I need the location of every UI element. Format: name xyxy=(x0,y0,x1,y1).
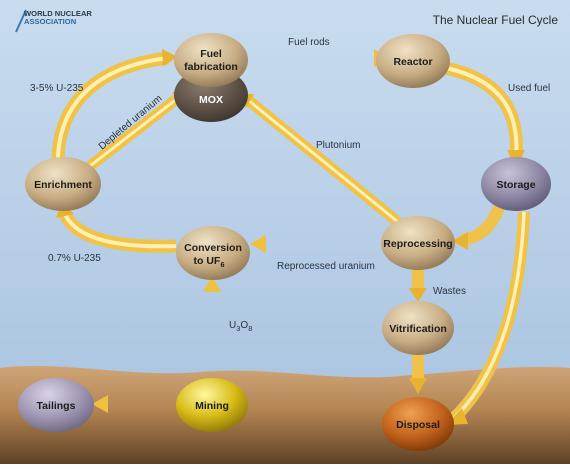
node-storage-label: Storage xyxy=(496,179,535,191)
diagram-title: The Nuclear Fuel Cycle xyxy=(433,13,559,27)
arrowhead-u3o8 xyxy=(203,276,221,292)
node-mox-label: MOX xyxy=(199,94,223,106)
logo-text-line2: ASSOCIATION xyxy=(24,17,76,26)
logo-slash-mark xyxy=(15,9,27,33)
node-enrichment xyxy=(25,157,101,211)
node-enrichment-label: Enrichment xyxy=(34,179,92,191)
node-reactor xyxy=(376,34,450,88)
node-tailings-label: Tailings xyxy=(37,400,76,412)
arrowhead-reprocessed-uranium xyxy=(250,235,266,253)
arrow-storage-disposal-highlight xyxy=(450,211,526,422)
node-tailings xyxy=(18,378,94,432)
arrow-3-5-u235-highlight xyxy=(56,56,169,159)
arrowhead-storage-reprocessing xyxy=(452,232,468,250)
node-reactor-label: Reactor xyxy=(393,56,432,68)
node-fuel-fabrication xyxy=(174,33,248,87)
arrow-0-7-u235-highlight xyxy=(62,211,177,249)
node-vitrification-label: Vitrification xyxy=(389,323,447,335)
node-fuel-fabrication-label-1: Fuel xyxy=(200,48,222,60)
label-used-fuel: Used fuel xyxy=(508,83,550,94)
node-conversion-label-2: to UF6 xyxy=(194,255,225,269)
label-reprocessed-uranium: Reprocessed uranium xyxy=(277,261,375,272)
node-disposal xyxy=(382,397,454,451)
label-wastes: Wastes xyxy=(433,286,466,297)
node-storage xyxy=(481,157,551,211)
label-0-7-u235: 0.7% U-235 xyxy=(48,253,101,264)
node-vitrification xyxy=(382,301,454,355)
node-reprocessing-label: Reprocessing xyxy=(383,238,452,250)
label-u3o8: U3O8 xyxy=(229,320,252,333)
node-conversion xyxy=(176,226,250,280)
node-mining xyxy=(176,378,248,432)
world-nuclear-association-logo: WORLD NUCLEAR ASSOCIATION xyxy=(15,9,92,33)
label-plutonium: Plutonium xyxy=(316,140,360,151)
arrow-used-fuel-highlight xyxy=(445,66,519,161)
logo-text-line1: WORLD NUCLEAR xyxy=(24,9,92,18)
arrow-plutonium-highlight xyxy=(247,98,399,224)
label-3-5-u235: 3-5% U-235 xyxy=(30,83,84,94)
node-fuel-fabrication-label-2: fabrication xyxy=(184,61,238,73)
arrow-depleted-uranium-highlight xyxy=(89,96,179,168)
node-disposal-label: Disposal xyxy=(396,419,440,431)
label-fuel-rods: Fuel rods xyxy=(288,37,330,48)
arrowhead-wastes xyxy=(409,288,427,302)
node-mining-label: Mining xyxy=(195,400,229,412)
arrowhead-3-5-u235 xyxy=(162,49,178,66)
arrowhead-mining-tailings xyxy=(92,395,108,413)
arrowhead-vitrification-disposal xyxy=(409,378,427,394)
node-conversion-label-1: Conversion xyxy=(184,242,242,254)
node-reprocessing xyxy=(381,216,455,270)
nodes: MOX Fuel fabrication Reactor Storage Rep… xyxy=(18,33,551,451)
flow-arrows xyxy=(51,49,530,425)
